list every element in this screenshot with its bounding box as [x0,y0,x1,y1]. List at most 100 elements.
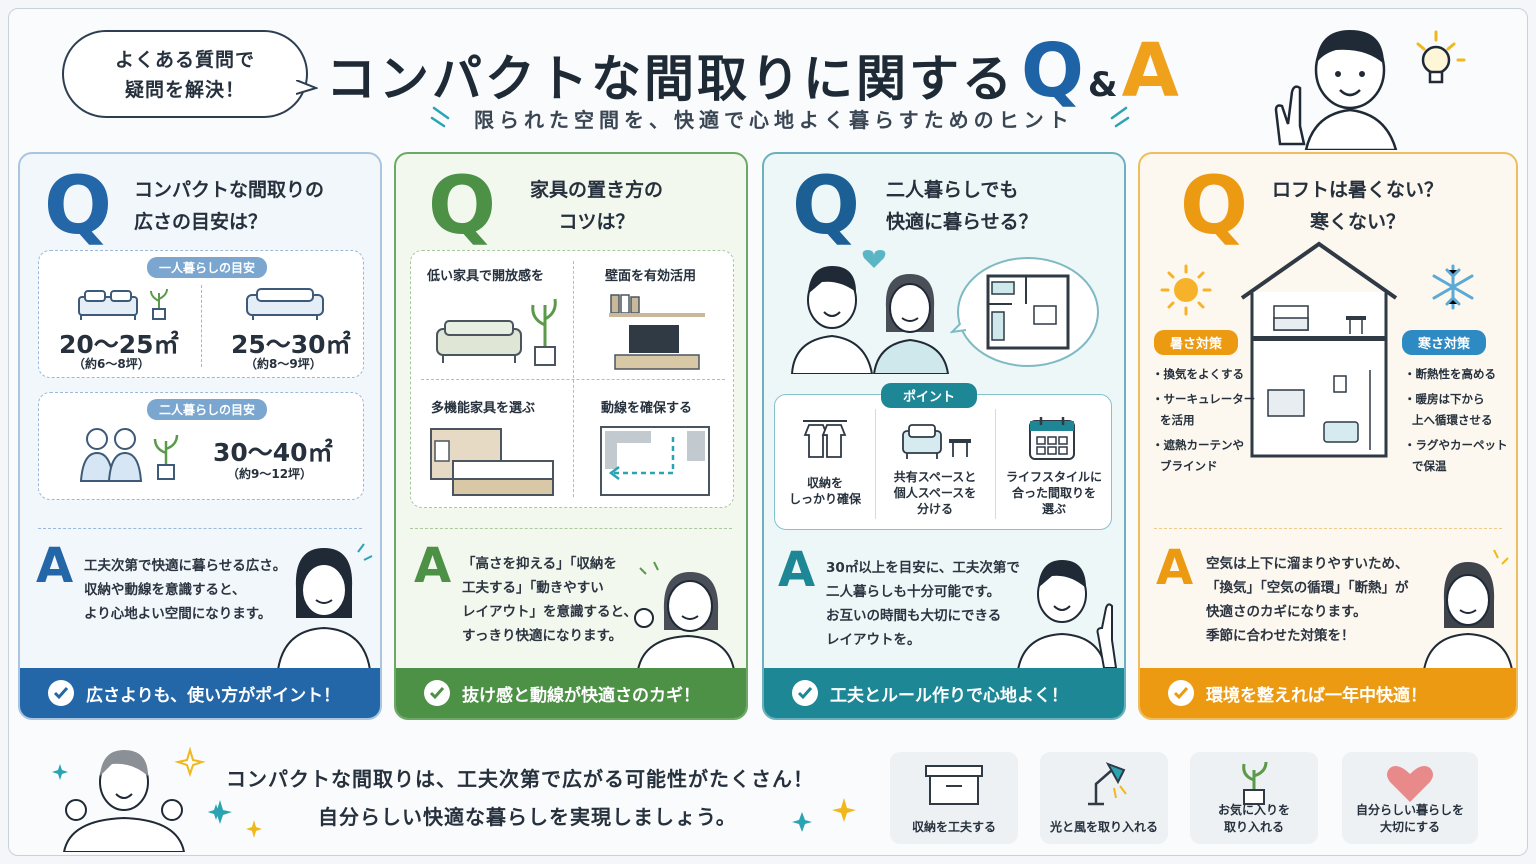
woman-illustration [276,543,373,670]
tile-favorites-label: お気に入りを 取り入れる [1190,802,1318,836]
plant-icon [150,288,168,320]
answer-line4: すっきり快適になります。 [462,628,623,644]
single-area-a: 20～25㎡ [59,330,179,359]
q-letter: Q [44,159,113,252]
man-cheering-illustration [52,746,220,852]
point-storage: 収納を しっかり確保 [775,475,875,507]
tip-flow-line: 動線を確保する [601,401,693,416]
point-shared-line2: 個人スペースを [893,486,977,500]
person-pointing-illustration [1274,30,1398,150]
answer-line2: 工夫する」「動きやすい [462,580,604,596]
answer-line1: 「高さを抑える」「収納を [462,556,617,572]
tip-tile-storage: 収納を工夫する [890,752,1018,844]
question-line1: 二人暮らしでも [886,179,1019,201]
card-footer: 広さよりも、使い方がポイント！ [20,668,380,718]
points-box: ポイント 収納を しっかり確保 共有スペースと 個人スペースを 分ける ライフス… [774,383,1113,530]
points-label: ポイント [881,383,978,408]
title-amp: & [1087,65,1118,105]
hot-measures-label: 暑さ対策 [1154,330,1239,355]
check-icon [1168,680,1194,706]
a-letter: A [1156,540,1194,596]
tip-multifunction: 多機能家具を選ぶ [431,401,536,416]
hanger-clothes-icon [803,420,847,458]
couple-icon [79,428,143,482]
question-line1: 家具の置き方の [530,179,664,201]
tile-storage-label: 収納を工夫する [911,820,996,834]
cold-item-2b: 上へ循環させる [1412,413,1493,427]
answer-line1: 30㎡以上を目安に、工夫次第で [826,560,1020,576]
title-a: A [1121,28,1179,114]
a-letter: A [36,538,74,594]
answer-line1: 工夫次第で快適に暮らせる広さ。 [84,558,287,574]
single-tsubo-b: （約8～9坪） [245,357,322,371]
question-header: Q 二人暮らしでも 快適に暮らせる？ [792,166,1038,246]
closing-message: コンパクトな間取りは、工夫次第で広がる可能性がたくさん！ 自分らしい快適な暮らし… [226,760,814,836]
single-living-label: 一人暮らしの目安 [147,257,268,278]
question-line2: コツは？ [558,211,635,233]
tile-favorites-line1: お気に入りを [1217,803,1290,817]
card-footer: 工夫とルール作りで心地よく！ [764,668,1124,718]
tile-favorites-line2: 取り入れる [1223,820,1284,834]
closing-line1: コンパクトな間取りは、工夫次第で広がる可能性がたくさん！ [226,767,814,791]
tile-own-life-label: 自分らしい暮らしを 大切にする [1342,802,1478,836]
question-line2: 寒くない？ [1310,211,1406,233]
point-shared-private: 共有スペースと 個人スペースを 分ける [875,469,995,517]
answer-line4: レイアウトを。 [826,632,921,648]
answer-line3: より心地よい空間になります。 [84,606,272,622]
question-header: Q ロフトは暑くない？ 寒くない？ [1180,166,1443,246]
tile-own-life-line2: 大切にする [1379,820,1441,834]
tip-low-furniture: 低い家具で開放感を [427,269,545,284]
sparkle-icon [792,798,856,832]
footer-text: 環境を整えれば一年中快適！ [1206,685,1427,706]
man-pointing-illustration [1016,560,1118,670]
card-footer: 環境を整えれば一年中快適！ [1140,668,1516,718]
tip-tile-own-life: 自分らしい暮らしを 大切にする [1342,752,1478,844]
answer-line2: 「換気」「空気の循環」「断熱」が [1206,580,1409,596]
point-lifestyle-line3: 選ぶ [1041,502,1066,516]
question-line2: 快適に暮らせる？ [886,211,1038,233]
storage-bed-icon [430,428,554,496]
question-line2: 広さの目安は？ [134,211,268,233]
page-title: コンパクトな間取りに関する Q & A [326,28,1179,114]
check-icon [424,680,450,706]
couple-area: 30～40㎡ [213,438,333,467]
tile-light-label: 光と風を取り入れる [1049,820,1158,834]
couple-tsubo: （約9～12坪） [227,467,313,481]
point-lifestyle: ライフスタイルに 合った間取りを 選ぶ [995,469,1113,517]
tip-wall-space: 壁面を有効活用 [605,269,697,284]
question-line1: コンパクトな間取りの [134,179,325,201]
room-layout-bubble [950,257,1099,367]
cold-item-3a: ・ラグやカーペット [1404,438,1508,452]
footer-text: 抜け感と動線が快適さのカギ！ [462,685,700,706]
hot-measures-list: ・換気をよくする ・サーキュレーター を活用 ・遮熱カーテンや ブラインド [1152,364,1255,477]
card-loft-temperature: Q ロフトは暑くない？ 寒くない？ 暑さ対策 ・換気をよくする ・サーキュレータ… [1138,152,1518,720]
card-furniture-tips: Q 家具の置き方の コツは？ 低い家具で開放感を 壁面を有効活用 多機能家具を選… [394,152,748,720]
answer-line4: 季節に合わせた対策を！ [1206,628,1355,644]
heart-icon [1387,766,1433,802]
sparkle-icon [52,764,68,780]
hot-item-3b: ブラインド [1160,459,1218,473]
cold-item-3b: で保温 [1412,459,1447,473]
low-sofa-plant-icon [436,298,557,366]
single-living-box: 一人暮らしの目安 20～25㎡ （約6～8坪） 25～30㎡ （約8～9坪） [38,250,364,378]
couple-living-label: 二人暮らしの目安 [147,399,268,420]
speech-bubble: よくある質問で 疑問を解決！ [62,30,308,118]
closing-line2: 自分らしい快適な暮らしを実現しましょう。 [318,805,737,829]
answer-line3: レイアウト」を意識すると、 [462,604,637,620]
question-header: Q コンパクトな間取りの 広さの目安は？ [44,166,324,246]
woman-happy-illustration [1422,549,1514,670]
footer-text: 工夫とルール作りで心地よく！ [830,685,1068,706]
cold-measures-label: 寒さ対策 [1402,330,1487,355]
single-area-b: 25～30㎡ [231,330,351,359]
bubble-tail [296,80,318,95]
q-letter: Q [1180,159,1249,252]
point-lifestyle-line1: ライフスタイルに [1005,470,1102,484]
furniture-tips-box: 低い家具で開放感を 壁面を有効活用 多機能家具を選ぶ 動線を確保する [410,250,734,508]
armchair-table-icon [902,424,971,459]
card-space-guideline: Q コンパクトな間取りの 広さの目安は？ 一人暮らしの目安 20～25㎡ （約6… [18,152,382,720]
bed-icon [78,290,138,320]
title-q: Q [1021,28,1084,114]
question-header: Q 家具の置き方の コツは？ [428,166,663,246]
point-lifestyle-line2: 合った間取りを [1011,486,1096,500]
q-letter: Q [792,159,861,252]
